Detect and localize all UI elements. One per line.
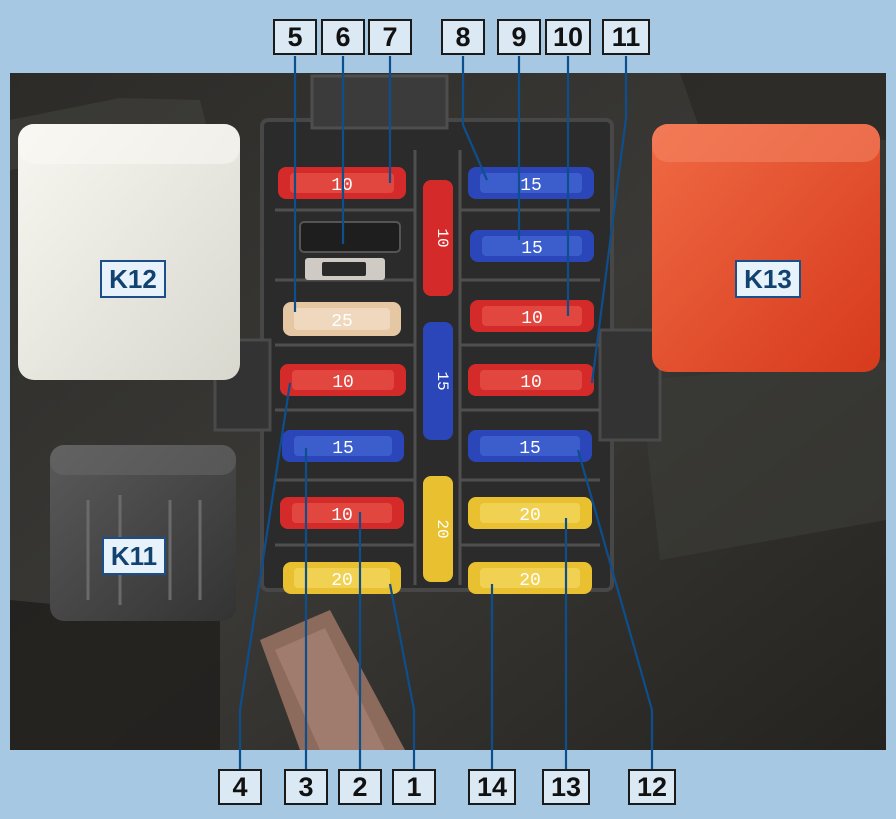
fuse-8: 15 [468,167,594,199]
svg-text:25: 25 [331,312,353,332]
svg-text:10: 10 [521,309,543,329]
callout-3: 3 [284,769,328,805]
fuse-11: 10 [468,364,594,396]
svg-text:15: 15 [520,176,542,196]
callout-12: 12 [628,769,676,805]
fuse-vertical-blue: 15 [423,322,453,440]
svg-text:20: 20 [519,571,541,591]
callout-5: 5 [273,19,317,55]
fuse-5: 25 [283,302,401,336]
svg-text:20: 20 [519,506,541,526]
relay-label-k13: K13 [735,260,801,298]
svg-text:20: 20 [331,571,353,591]
callout-2: 2 [338,769,382,805]
fuse-2: 10 [280,497,404,529]
fuse-13: 20 [468,497,592,529]
callout-14: 14 [468,769,516,805]
fuse-9: 15 [470,230,594,262]
callout-9: 9 [497,19,541,55]
fuse-slot-6 [299,221,401,253]
callout-6: 6 [321,19,365,55]
relay-k11 [50,445,236,621]
fuse-1: 20 [283,562,401,594]
fuse-vertical-red: 10 [423,180,453,296]
relay-k12 [18,124,240,380]
fuse-10: 10 [470,300,594,332]
relay-k13 [652,124,880,372]
svg-text:15: 15 [519,439,541,459]
fuse-12: 15 [468,430,592,462]
relay-label-k12: K12 [100,260,166,298]
callout-8: 8 [441,19,485,55]
callout-4: 4 [218,769,262,805]
callout-7: 7 [368,19,412,55]
fuse-14: 20 [468,562,592,594]
fuse-4: 10 [280,364,406,396]
callout-1: 1 [392,769,436,805]
svg-text:20: 20 [433,519,451,538]
svg-text:10: 10 [331,506,353,526]
svg-text:10: 10 [520,373,542,393]
relay-label-k11: K11 [102,537,166,575]
leader-lines [238,56,654,772]
fuse-3: 15 [282,430,404,462]
fuse-vertical-yellow: 20 [423,476,453,582]
svg-text:10: 10 [332,373,354,393]
callout-13: 13 [542,769,590,805]
callout-11: 11 [602,19,650,55]
svg-text:15: 15 [433,371,451,390]
callout-10: 10 [545,19,591,55]
svg-text:10: 10 [433,228,451,247]
svg-text:15: 15 [521,239,543,259]
svg-text:15: 15 [332,439,354,459]
